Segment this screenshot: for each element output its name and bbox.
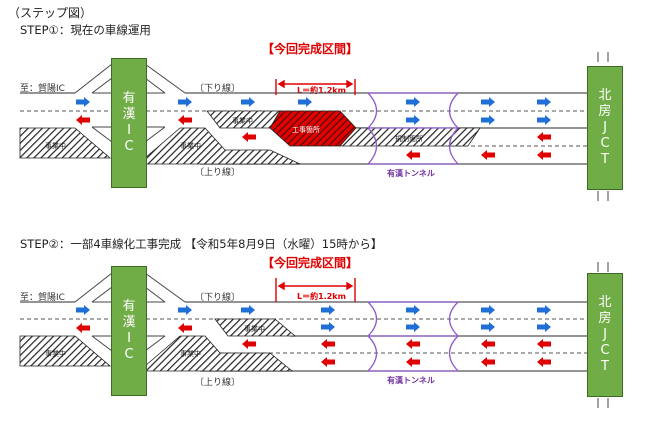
step1-construction-label-1: 事業中 [45,141,66,150]
step2-jct-box: 北 房 J C T [587,273,623,397]
diagram-title: （ステップ図） [8,6,93,20]
step2-construction-label-1: 事業中 [45,349,66,358]
step1-tunnel [367,92,459,165]
step1-ic-char: I [127,123,131,138]
step2-construction-label-2: 事業中 [180,349,201,358]
step2-length-label: L＝約1.2km [297,292,346,301]
step2-ic-box: 有 漢 I C [111,266,147,396]
step2-ic-char: 漢 [122,315,136,330]
step2-roads [19,272,588,372]
step1-construction-area-mid [144,127,301,165]
step1-jct-char: J [603,120,607,135]
step2-jct-lines [597,262,609,408]
step2-jct-char: 北 [598,295,612,310]
step1-length-indicator [275,79,356,95]
step1-work-site-label: 工事箇所 [292,125,320,134]
step1-restricted-label: 規制箇所 [395,134,423,143]
step2-section-title: 【今回完成区間】 [262,256,359,270]
step1-construction-label-3: 事業中 [232,116,253,125]
step1-jct-char: 北 [598,88,612,103]
step1-ic-char: 有 [122,91,136,106]
step1-roads [19,63,588,165]
step1-ic-char: C [124,139,134,154]
step1-jct-lines [597,52,609,201]
step2-length-indicator [275,278,356,302]
step1-jct-char: 房 [598,104,612,119]
step2-down-line-label: 〔下り線〕 [195,293,241,303]
step2-up-line-label: 〔上り線〕 [195,378,241,388]
step2-jct-char: T [601,359,609,374]
step1-length-label: L＝約1.2km [297,86,346,95]
step2-ic-char: C [124,347,134,362]
step1-jct-char: T [601,152,609,167]
step2-construction-area-left [19,335,112,367]
step1-tunnel-label: 有漢トンネル [387,169,435,178]
step2-jct-char: C [600,343,610,358]
step1-jct-char: C [600,136,610,151]
step2-construction-label-3: 事業中 [244,324,265,333]
step1-jct-box: 北 房 J C T [587,66,623,190]
step1-up-line-label: 〔上り線〕 [195,168,241,178]
step2-construction-area-upper [214,318,297,337]
step1-construction-label-2: 事業中 [180,141,201,150]
step2-direction-label: 至：賀陽IC [20,293,65,303]
step1-section-title: 【今回完成区間】 [262,42,359,56]
step2-jct-char: 房 [598,311,612,326]
step2-area-labels: 事業中 事業中 事業中 [45,324,265,358]
step1-ic-char: 漢 [122,107,136,122]
step2-tunnel [367,301,459,372]
step1-ic-box: 有 漢 I C [111,58,147,188]
step2-tunnel-label: 有漢トンネル [387,376,435,385]
step1-down-line-label: 〔下り線〕 [195,84,241,94]
step1-label: STEP①：現在の車線運用 [20,23,151,37]
step2-ic-char: I [127,331,131,346]
step1-direction-label: 至：賀陽IC [20,84,65,94]
step1-area-labels: 事業中 事業中 事業中 工事箇所 規制箇所 [45,116,423,150]
step2-ic-char: 有 [122,299,136,314]
step2-label: STEP②：一部4車線化工事完成 【令和5年8月9日（水曜）15時から】 [20,237,383,251]
step2-construction-area-mid [144,335,294,372]
step2-jct-char: J [603,327,607,342]
step1-construction-area-left [19,127,112,159]
